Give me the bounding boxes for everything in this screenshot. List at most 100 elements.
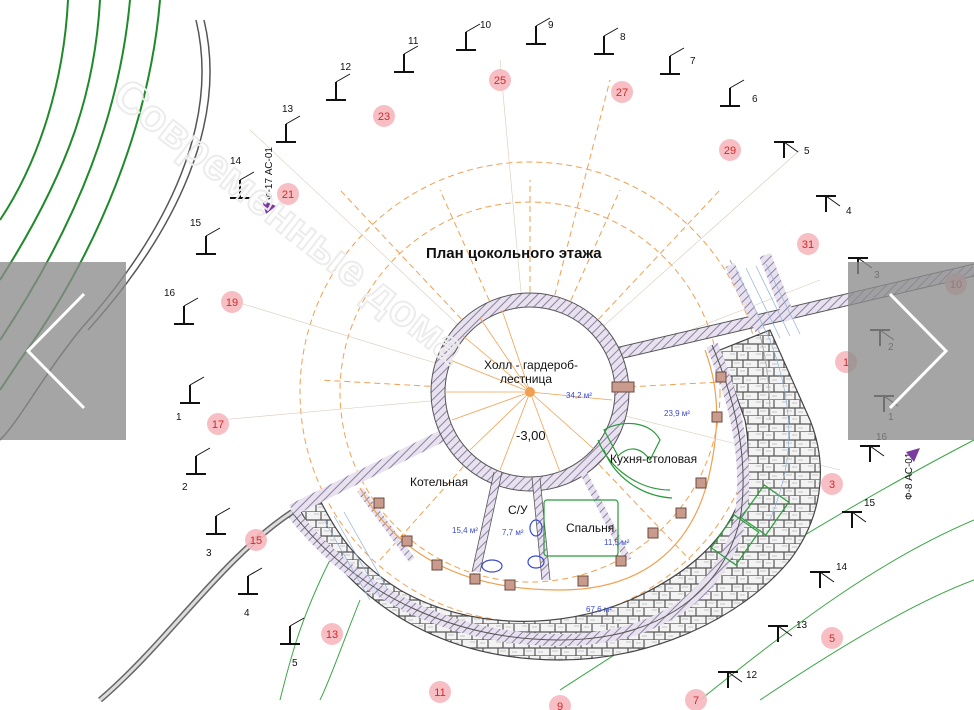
grid-mark: 15 [842, 498, 876, 528]
axis-marker: 23 [373, 105, 395, 127]
grid-mark-label: 5 [804, 146, 810, 157]
grid-mark-label: 1 [176, 412, 182, 423]
axis-marker: 11 [429, 681, 451, 703]
axis-marker-label: 9 [557, 701, 563, 710]
axis-marker-label: 25 [494, 75, 506, 87]
stone-floor [299, 329, 821, 661]
axis-marker-label: 21 [282, 189, 294, 201]
grid-mark-label: 6 [752, 94, 758, 105]
grid-mark-label: 14 [230, 156, 242, 167]
grid-mark: 10 [456, 20, 492, 51]
room-boiler-area: 15,4 м² [452, 526, 478, 535]
axis-marker-label: 27 [616, 87, 628, 99]
level-mark: -3,00 [516, 428, 546, 443]
next-button[interactable] [848, 262, 974, 440]
prev-button[interactable] [0, 262, 126, 440]
grid-mark-label: 11 [408, 36, 419, 47]
axis-marker: 21 [277, 183, 299, 205]
axis-marker-label: 19 [226, 297, 238, 309]
chevron-left-icon [25, 292, 86, 410]
room-hall-name-2: лестница [500, 372, 552, 386]
grid-mark: 3 [206, 507, 231, 559]
room-wc-area: 7,7 м² [502, 528, 524, 537]
room-hall-area: 34,2 м² [566, 391, 592, 400]
axis-marker: 5 [821, 627, 843, 649]
axis-marker: 19 [221, 291, 243, 313]
axis-marker: 13 [321, 623, 343, 645]
axis-marker: 31 [797, 233, 819, 255]
grid-mark-label: 13 [282, 104, 294, 115]
grid-mark: 4 [816, 195, 852, 217]
room-kitchen-area: 23,9 м² [664, 409, 690, 418]
grid-mark-label: 10 [480, 20, 492, 31]
chevron-right-icon [888, 292, 949, 410]
grid-mark-label: 4 [846, 206, 852, 217]
axis-marker-label: 15 [250, 535, 262, 547]
room-hall-name: Холл - гардероб- [484, 358, 578, 372]
axis-marker: 25 [489, 69, 511, 91]
grid-mark-label: 12 [746, 670, 758, 681]
exterior-steps [323, 263, 801, 601]
grid-mark: 11 [394, 36, 419, 73]
axis-marker-label: 29 [724, 145, 736, 157]
furniture [543, 422, 790, 566]
grid-mark: 4 [238, 567, 263, 619]
grid-mark-label: 9 [548, 20, 554, 31]
grid-mark: 13 [768, 620, 808, 642]
grid-mark: 9 [526, 17, 554, 45]
axis-marker-label: 17 [212, 419, 224, 431]
red-markers: 13579101113151719212325272931 [207, 69, 967, 710]
room-boiler-name: Котельная [410, 475, 468, 489]
left-wall [289, 426, 453, 516]
axis-marker-label: 1 [843, 357, 849, 369]
axis-marker-label: 5 [829, 633, 835, 645]
grid-mark-label: 12 [340, 62, 352, 73]
grid-mark-label: 5 [292, 658, 298, 669]
grid-mark-label: 2 [182, 482, 188, 493]
section-mark-left: Ф-17 АС-01 [262, 147, 276, 214]
grid-mark: 12 [718, 670, 758, 688]
grid-mark-label: 4 [244, 608, 250, 619]
axis-marker-label: 3 [829, 479, 835, 491]
axis-marker: 3 [821, 473, 843, 495]
grid-mark-label: 3 [206, 548, 212, 559]
axis-marker-label: 23 [378, 111, 390, 123]
section-mark-right: Ф-8 АС-01 [904, 448, 920, 500]
orange-radial-grid [299, 79, 761, 623]
section-left-label: Ф-17 АС-01 [264, 147, 275, 200]
axis-marker-label: 7 [693, 695, 699, 707]
grid-mark: 8 [594, 27, 626, 55]
plan-title: План цокольного этажа [426, 245, 602, 262]
terrain-contours-right [279, 439, 974, 701]
grid-mark: 1 [176, 376, 205, 423]
grid-mark-label: 15 [190, 218, 202, 229]
grid-mark: 5 [774, 141, 810, 158]
grid-mark-label: 8 [620, 32, 626, 43]
room-bedroom-area: 11,5 м² [604, 538, 630, 547]
grid-mark: 12 [326, 62, 352, 101]
grid-mark-label: 15 [864, 498, 876, 509]
axis-marker: 27 [611, 81, 633, 103]
grid-mark-label: 16 [164, 288, 176, 299]
axis-marker-label: 31 [802, 239, 814, 251]
axis-marker: 29 [719, 139, 741, 161]
axis-marker: 9 [549, 695, 571, 710]
section-right-label: Ф-8 АС-01 [904, 452, 915, 500]
grid-mark: 14 [810, 562, 848, 588]
columns [373, 371, 727, 591]
grid-mark: 16 [164, 288, 199, 325]
bathroom-fixtures [481, 519, 545, 573]
axis-marker-label: 13 [326, 629, 338, 641]
room-kitchen-name: Кухня-столовая [610, 452, 697, 466]
terrace-area: 67,6 м² [586, 605, 612, 614]
grid-mark: 2 [182, 447, 211, 493]
grid-mark: 14 [230, 156, 255, 199]
room-wc-name: С/У [508, 503, 528, 517]
room-bedroom-name: Спальня [566, 521, 614, 535]
grid-mark: 5 [280, 617, 305, 669]
grid-mark: 7 [660, 47, 696, 75]
axis-marker: 17 [207, 413, 229, 435]
grid-mark: 15 [190, 218, 221, 255]
grid-mark: 13 [276, 104, 301, 143]
